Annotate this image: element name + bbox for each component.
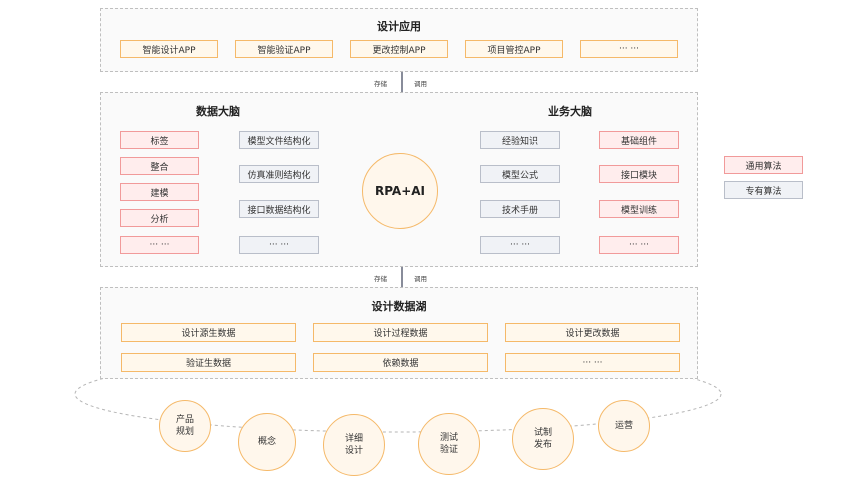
lifecycle-stage: 测试验证	[418, 413, 480, 475]
data-lake-item: 设计源生数据	[121, 323, 296, 342]
lifecycle-stage: 产品规划	[159, 400, 211, 452]
lifecycle-stage: 运营	[598, 400, 650, 452]
data-brain-title: 数据大脑	[196, 105, 240, 118]
data-lake-item: ··· ···	[505, 353, 680, 372]
app-item: ··· ···	[580, 40, 678, 58]
call-label-bottom: 调用	[414, 275, 427, 283]
data-brain-red-item: 整合	[120, 157, 199, 175]
lifecycle-stage: 概念	[238, 413, 296, 471]
legend-general-algorithm: 通用算法	[724, 156, 803, 174]
business-brain-gray-item: 技术手册	[480, 200, 560, 218]
legend-special-algorithm: 专有算法	[724, 181, 803, 199]
call-label-top: 调用	[414, 80, 427, 88]
lifecycle-ellipse	[74, 355, 722, 433]
store-label-bottom: 存储	[374, 275, 387, 283]
data-lake-panel: 设计数据湖 设计源生数据 设计过程数据 设计更改数据 验证生数据 依赖数据 ··…	[100, 287, 698, 379]
data-lake-item: 设计过程数据	[313, 323, 488, 342]
data-brain-red-item: 分析	[120, 209, 199, 227]
business-brain-red-item: 接口模块	[599, 165, 679, 183]
lifecycle-stage: 试制发布	[512, 408, 574, 470]
data-brain-gray-item: ··· ···	[239, 236, 319, 254]
data-lake-title: 设计数据湖	[371, 300, 427, 313]
data-brain-red-item: 标签	[120, 131, 199, 149]
data-brain-gray-item: 接口数据结构化	[239, 200, 319, 218]
business-brain-gray-item: 模型公式	[480, 165, 560, 183]
business-brain-red-item: ··· ···	[599, 236, 679, 254]
design-apps-title: 设计应用	[377, 20, 421, 33]
data-lake-item: 依赖数据	[313, 353, 488, 372]
app-item: 智能设计APP	[120, 40, 218, 58]
app-item: 项目管控APP	[465, 40, 563, 58]
data-brain-gray-item: 仿真准则结构化	[239, 165, 319, 183]
app-item: 更改控制APP	[350, 40, 448, 58]
data-brain-gray-item: 模型文件结构化	[239, 131, 319, 149]
store-label-top: 存储	[374, 80, 387, 88]
business-brain-gray-item: 经验知识	[480, 131, 560, 149]
data-lake-item: 设计更改数据	[505, 323, 680, 342]
data-brain-red-item: ··· ···	[120, 236, 199, 254]
business-brain-red-item: 模型训练	[599, 200, 679, 218]
rpa-ai-circle: RPA+AI	[362, 153, 438, 229]
business-brain-title: 业务大脑	[548, 105, 592, 118]
business-brain-red-item: 基础组件	[599, 131, 679, 149]
data-lake-item: 验证生数据	[121, 353, 296, 372]
data-brain-red-item: 建模	[120, 183, 199, 201]
app-item: 智能验证APP	[235, 40, 333, 58]
lifecycle-stage: 详细设计	[323, 414, 385, 476]
design-apps-panel: 设计应用 智能设计APP 智能验证APP 更改控制APP 项目管控APP ···…	[100, 8, 698, 72]
business-brain-gray-item: ··· ···	[480, 236, 560, 254]
